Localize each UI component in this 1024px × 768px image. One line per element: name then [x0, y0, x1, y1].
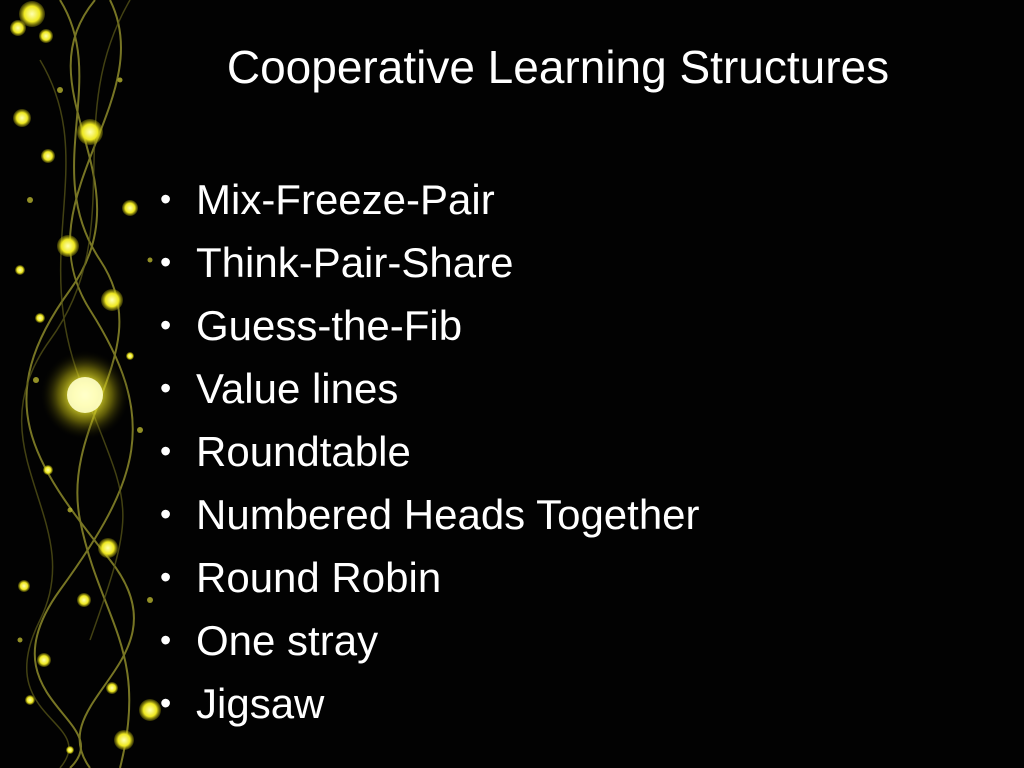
bullet-dot-icon: • — [160, 559, 172, 595]
slide-title: Cooperative Learning Structures — [226, 41, 890, 93]
bullet-text: Value lines — [196, 365, 399, 412]
bullet-item: • Round Robin — [160, 546, 700, 609]
bullet-text: Round Robin — [196, 554, 442, 601]
bullet-item: • Mix-Freeze-Pair — [160, 168, 700, 231]
bullet-text: Roundtable — [196, 428, 411, 475]
bullet-item: • Numbered Heads Together — [160, 483, 700, 546]
bullet-item: • Guess-the-Fib — [160, 294, 700, 357]
bullet-item: • Jigsaw — [160, 672, 700, 735]
bullet-text: Think-Pair-Share — [196, 239, 514, 286]
decorative-sparkle-vine — [10, 0, 161, 768]
bullet-item: • One stray — [160, 609, 700, 672]
bullet-item: • Value lines — [160, 357, 700, 420]
bullet-dot-icon: • — [160, 307, 172, 343]
bullet-item: • Roundtable — [160, 420, 700, 483]
bullet-text: Guess-the-Fib — [196, 302, 463, 349]
bullet-dot-icon: • — [160, 244, 172, 280]
bullet-text: Jigsaw — [196, 680, 325, 727]
bullet-dot-icon: • — [160, 622, 172, 658]
bullet-list: • Mix-Freeze-Pair • Think-Pair-Share • Gues… — [160, 168, 700, 735]
bullet-dot-icon: • — [160, 181, 172, 217]
bullet-dot-icon: • — [160, 685, 172, 721]
bullet-text: Mix-Freeze-Pair — [196, 176, 495, 223]
bullet-dot-icon: • — [160, 496, 172, 532]
bullet-text: Numbered Heads Together — [196, 491, 700, 538]
bullet-item: • Think-Pair-Share — [160, 231, 700, 294]
bullet-dot-icon: • — [160, 433, 172, 469]
bullet-dot-icon: • — [160, 370, 172, 406]
bullet-text: One stray — [196, 617, 379, 664]
